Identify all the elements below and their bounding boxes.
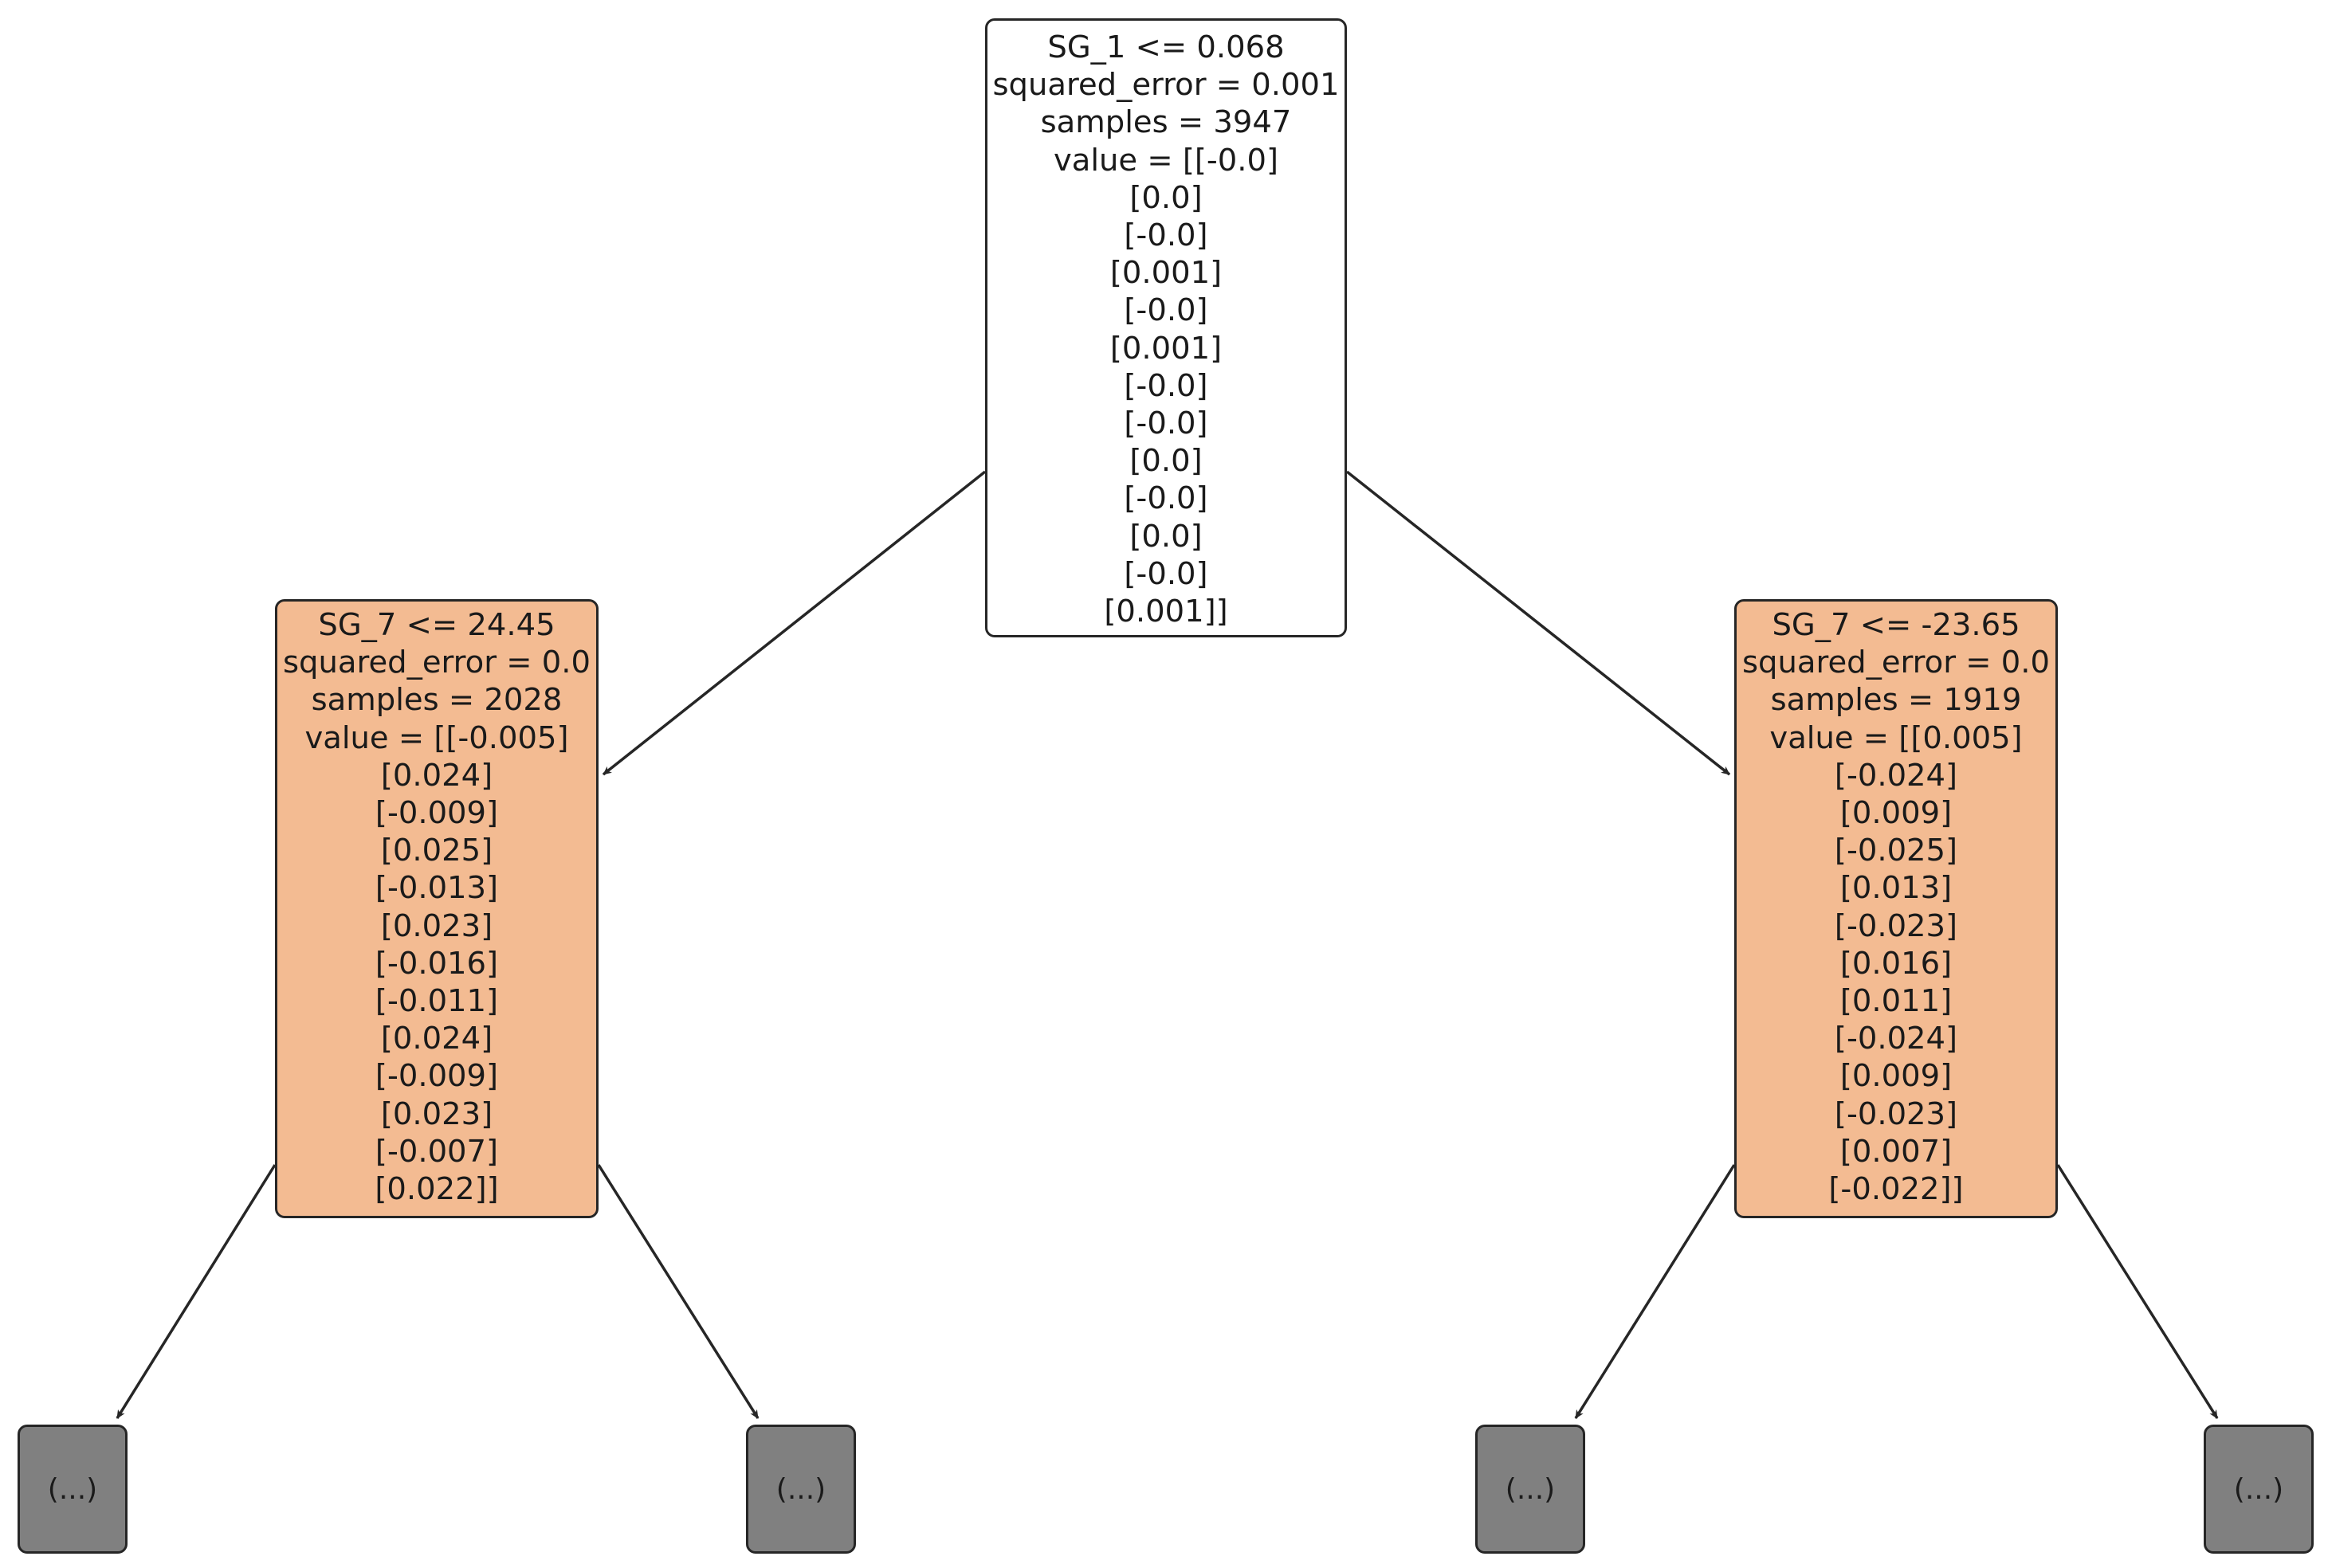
node-line: SG_1 <= 0.068 <box>1047 29 1285 65</box>
node-line: [0.013] <box>1839 870 1953 907</box>
node-line: [0.009] <box>1839 795 1953 832</box>
node-line: [-0.013] <box>375 870 499 907</box>
node-line: value = [[-0.005] <box>304 719 569 756</box>
node-line: SG_7 <= -23.65 <box>1772 607 2020 643</box>
node-line: [0.025] <box>380 833 493 869</box>
node-line: value = [[-0.0] <box>1053 142 1279 178</box>
node-line: [-0.009] <box>375 1058 499 1095</box>
node-line: squared_error = 0.0 <box>282 645 591 681</box>
node-line: squared_error = 0.001 <box>992 67 1340 104</box>
edge-right-leaf4 <box>2056 1164 2219 1419</box>
edge-root-right <box>1345 470 1731 776</box>
leaf-node-2: (...) <box>746 1425 856 1554</box>
node-line: [0.024] <box>380 757 493 794</box>
node-line: SG_7 <= 24.45 <box>318 607 556 643</box>
node-line: [-0.023] <box>1834 907 1958 944</box>
node-line: [-0.011] <box>375 983 499 1020</box>
node-line: [0.0] <box>1129 179 1203 216</box>
node-line: [-0.0] <box>1124 218 1208 254</box>
root-node: SG_1 <= 0.068 squared_error = 0.001 samp… <box>985 18 1347 637</box>
node-line: [0.001] <box>1109 330 1223 367</box>
node-line: [-0.024] <box>1834 757 1958 794</box>
node-line: [-0.0] <box>1124 480 1208 517</box>
node-line: samples = 3947 <box>1040 104 1292 141</box>
leaf-node-4: (...) <box>2204 1425 2314 1554</box>
node-line: value = [[0.005] <box>1769 719 2023 756</box>
node-line: [-0.007] <box>375 1133 499 1170</box>
node-line: [0.023] <box>380 1096 493 1132</box>
node-line: samples = 1919 <box>1770 682 2022 719</box>
node-line: [-0.0] <box>1124 406 1208 442</box>
node-line: samples = 2028 <box>311 682 563 719</box>
right-split-node: SG_7 <= -23.65 squared_error = 0.0 sampl… <box>1734 599 2058 1218</box>
node-line: [0.011] <box>1839 983 1953 1020</box>
node-line: [-0.025] <box>1834 833 1958 869</box>
node-line: [0.023] <box>380 907 493 944</box>
edge-left-leaf2 <box>597 1164 760 1419</box>
node-line: [0.001] <box>1109 255 1223 292</box>
node-line: [0.007] <box>1839 1133 1953 1170</box>
node-line: [-0.022]] <box>1828 1171 1964 1208</box>
node-line: [-0.016] <box>375 945 499 982</box>
left-split-node: SG_7 <= 24.45 squared_error = 0.0 sample… <box>275 599 599 1218</box>
edge-root-left <box>602 470 987 776</box>
edge-right-leaf3 <box>1574 1164 1736 1419</box>
leaf-node-1: (...) <box>18 1425 128 1554</box>
node-line: [0.009] <box>1839 1058 1953 1095</box>
node-line: [0.016] <box>1839 945 1953 982</box>
edge-left-leaf1 <box>116 1164 277 1419</box>
node-line: squared_error = 0.0 <box>1741 645 2050 681</box>
node-line: [-0.0] <box>1124 367 1208 404</box>
node-line: [0.001]] <box>1104 594 1228 630</box>
node-line: [0.0] <box>1129 518 1203 555</box>
node-line: [0.024] <box>380 1021 493 1057</box>
leaf-node-3: (...) <box>1475 1425 1585 1554</box>
node-line: [-0.0] <box>1124 555 1208 592</box>
node-line: [-0.024] <box>1834 1021 1958 1057</box>
node-line: [-0.009] <box>375 795 499 832</box>
node-line: [-0.023] <box>1834 1096 1958 1132</box>
node-line: [0.022]] <box>375 1171 499 1208</box>
node-line: [-0.0] <box>1124 292 1208 329</box>
node-line: [0.0] <box>1129 443 1203 480</box>
